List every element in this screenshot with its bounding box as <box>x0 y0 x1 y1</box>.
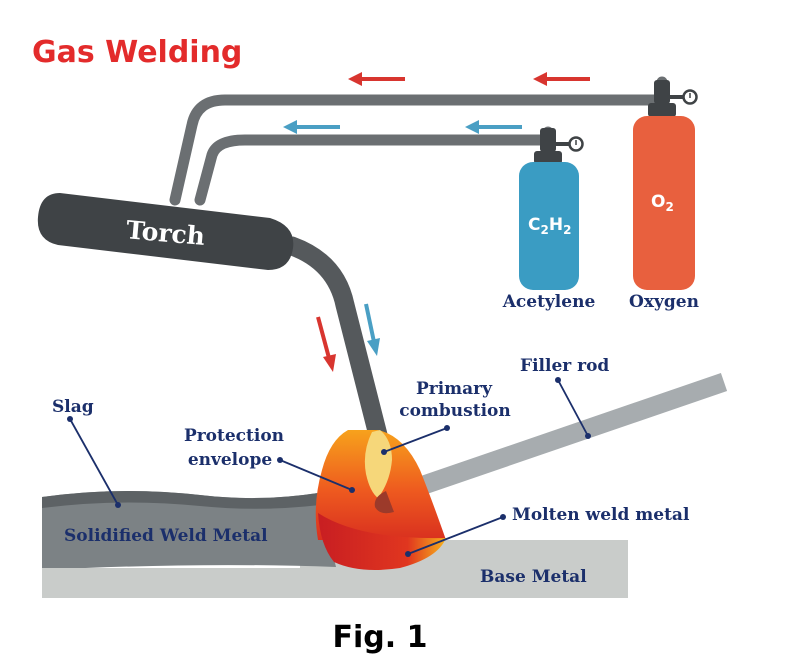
acetylene-flow-arrow <box>465 120 522 134</box>
torch-handle <box>37 193 294 270</box>
oxygen-flow-arrow <box>533 72 590 86</box>
filler-rod-tip <box>374 491 394 514</box>
oxygen-hose <box>169 76 668 206</box>
oxygen-flow-arrow <box>316 316 336 372</box>
solidified-weld-metal <box>42 490 336 570</box>
protection-envelope-label-line1: Protection <box>184 426 284 446</box>
primary-combustion-label-line1: Primary <box>416 379 493 399</box>
solidified-weld-metal-label: Solidified Weld Metal <box>64 526 268 546</box>
torch-nozzle <box>282 236 388 445</box>
oxygen-cylinder <box>633 116 695 290</box>
acetylene-valve <box>540 128 556 152</box>
slag-label: Slag <box>52 397 94 417</box>
slag-layer <box>42 490 320 509</box>
acetylene-formula: C2H2 <box>528 215 571 237</box>
slag-leader-line <box>69 418 119 506</box>
figure-caption: Fig. 1 <box>333 620 428 655</box>
primary-combustion-label-line2: combustion <box>399 401 511 421</box>
page-title: Gas Welding <box>32 35 242 70</box>
filler-rod <box>382 373 728 507</box>
primary-combustion-leader-line <box>383 427 448 453</box>
molten-weld-metal-label: Molten weld metal <box>512 505 690 525</box>
molten-weld-metal-leader-line <box>407 516 504 555</box>
primary-combustion-cone <box>364 430 392 498</box>
acetylene-label: Acetylene <box>502 292 596 312</box>
base-metal-under-weld <box>42 568 336 598</box>
acetylene-flow-arrow <box>283 120 340 134</box>
acetylene-cylinder <box>519 162 579 290</box>
oxygen-label: Oxygen <box>629 292 699 312</box>
oxygen-formula: O2 <box>651 192 674 214</box>
filler-rod-leader-line <box>557 379 589 437</box>
protection-envelope-leader-line <box>279 459 353 491</box>
oxygen-valve <box>654 80 670 104</box>
filler-rod-label: Filler rod <box>520 356 609 376</box>
molten-weld-pool <box>318 513 446 570</box>
oxygen-flow-arrow <box>348 72 405 86</box>
acetylene-hose <box>194 126 554 206</box>
acetylene-flow-arrow <box>364 303 380 356</box>
base-metal-label: Base Metal <box>480 567 587 587</box>
protection-envelope-label-line2: envelope <box>188 450 273 470</box>
torch-label: Torch <box>125 215 206 251</box>
